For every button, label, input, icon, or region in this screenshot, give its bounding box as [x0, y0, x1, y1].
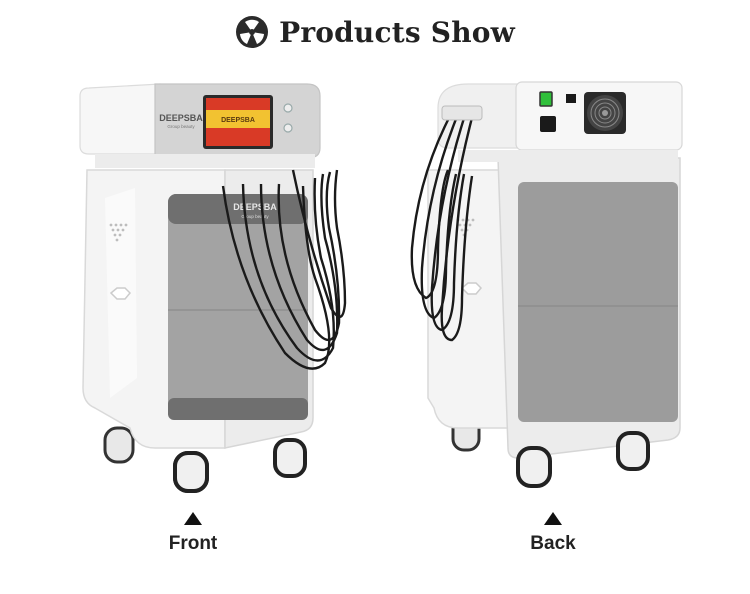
- front-label: Front: [168, 533, 218, 554]
- up-arrow-icon: [184, 512, 202, 525]
- front-caption: Front: [133, 512, 253, 555]
- screen-brand: DEEPSBA: [221, 117, 255, 124]
- panel-subtitle: Group beauty: [241, 214, 269, 219]
- console-button-icon: [283, 103, 293, 113]
- console-brand-subtitle: Group beauty: [167, 124, 195, 129]
- power-switch-icon: [539, 91, 553, 107]
- power-socket-icon: [540, 116, 556, 132]
- radiation-icon: [235, 15, 269, 49]
- console-brand: DEEPSBA: [159, 113, 203, 123]
- page-header: Products Show: [0, 12, 750, 52]
- back-label: Back: [530, 533, 576, 554]
- panel-brand: DEEPSBA: [233, 202, 277, 212]
- back-device-image: [398, 78, 698, 498]
- wheel: [173, 438, 307, 493]
- up-arrow-icon: [544, 512, 562, 525]
- back-caption: Back: [493, 512, 613, 555]
- fan-icon: [584, 92, 626, 134]
- console-button-icon: [283, 123, 293, 133]
- front-device-image: DEEPSBA Group beauty DEEPSBA DEEPSBA Gro…: [75, 78, 375, 498]
- usb-port-icon: [566, 94, 576, 103]
- wheel: [516, 431, 650, 488]
- handpiece-cables: [410, 109, 476, 342]
- page-title: Products Show: [279, 15, 515, 49]
- handpiece-cables: [221, 169, 347, 370]
